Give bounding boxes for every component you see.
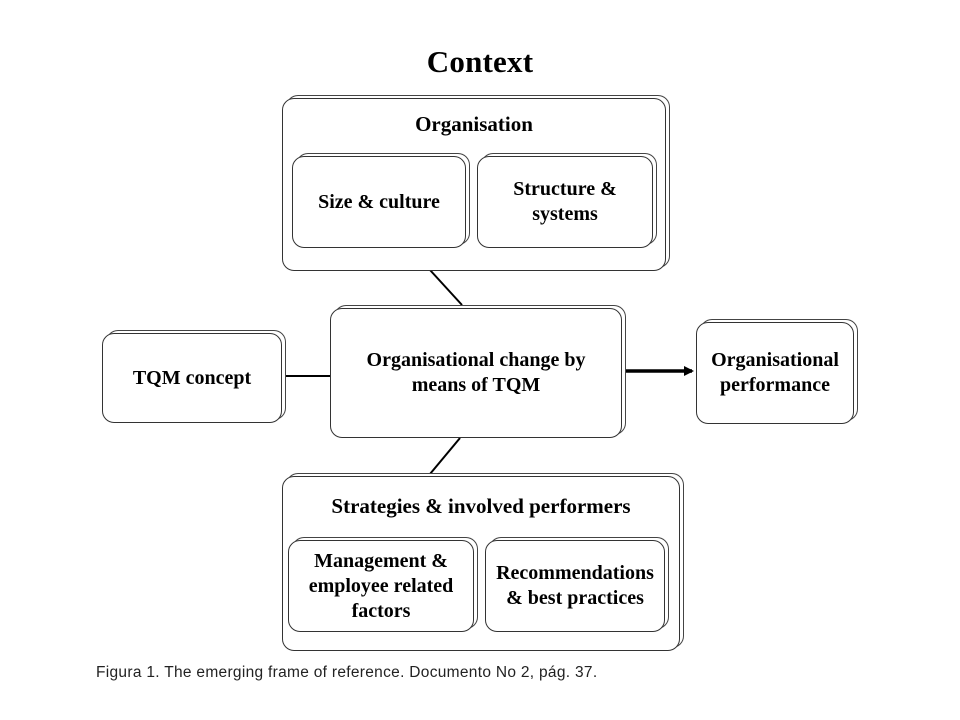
size-culture-box: Size & culture (292, 156, 466, 248)
size-culture-label: Size & culture (318, 190, 440, 213)
center-box: Organisational change by means of TQM (330, 308, 622, 438)
organisation-label: Organisation (415, 112, 533, 136)
management-label: Management & employee related factors (308, 549, 454, 622)
connector-center-strategies (429, 437, 461, 475)
performance-label: Organisational performance (711, 349, 839, 396)
structure-systems-box: Structure & systems (477, 156, 653, 248)
strategies-label: Strategies & involved performers (331, 494, 631, 518)
recommendations-box: Recommendations & best practices (485, 540, 665, 632)
management-box: Management & employee related factors (288, 540, 474, 632)
center-label: Organisational change by means of TQM (366, 349, 586, 396)
connector-organisation-center (429, 269, 463, 306)
performance-box: Organisational performance (696, 322, 854, 424)
recommendations-label: Recommendations & best practices (496, 562, 654, 609)
tqm-concept-label: TQM concept (132, 366, 252, 389)
structure-systems-label: Structure & systems (513, 178, 617, 225)
tqm-concept-box: TQM concept (102, 333, 282, 423)
figure-caption: Figura 1. The emerging frame of referenc… (96, 664, 598, 681)
diagram-title: Context (426, 44, 534, 79)
